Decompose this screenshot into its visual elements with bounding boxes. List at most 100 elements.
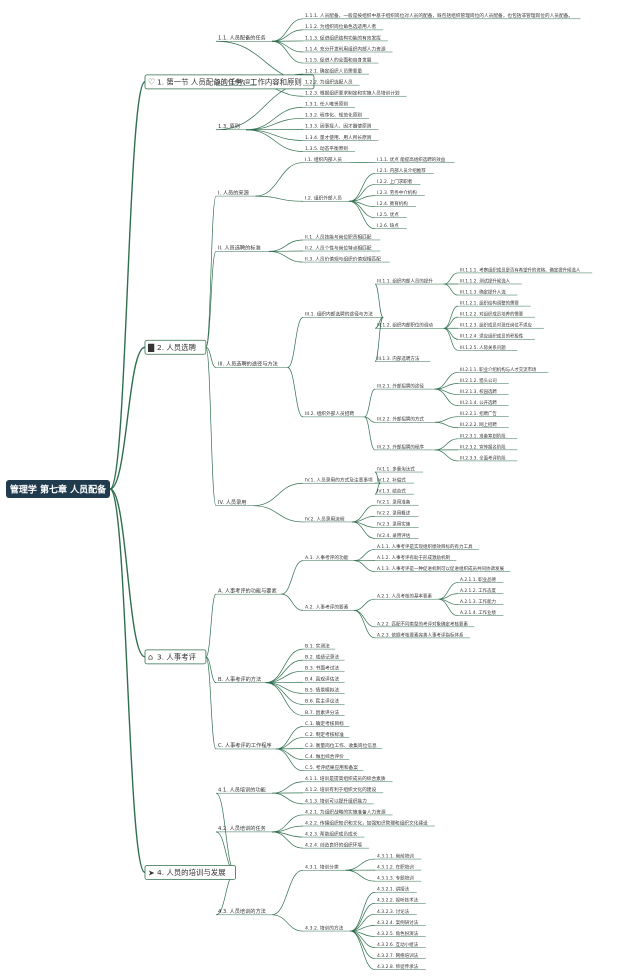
leaf-node[interactable]: C.4. 做出综合评价 <box>303 753 350 760</box>
leaf-node[interactable]: 4.3.2.5. 角色扮演法 <box>375 930 426 937</box>
leaf-node[interactable]: 1.1.1. 人员配备，一般是按组织中基于组织岗位对人员的配备，既包括组织管理岗… <box>303 12 581 19</box>
leaf-node[interactable]: 1.3.4. 量才使用、用人所长原则 <box>303 134 379 141</box>
branch-node[interactable]: 4.3.1. 培训分类 <box>303 864 346 871</box>
leaf-node[interactable]: 4.3.2.2. 视听技术法 <box>375 897 426 904</box>
leaf-node[interactable]: B.5. 情景模拟法 <box>303 687 345 694</box>
leaf-node[interactable]: C.1. 确定考核目标 <box>303 720 350 727</box>
branch-node[interactable]: A.2.1. 人员考核的基本要素 <box>375 593 439 600</box>
leaf-node[interactable]: 1.2.2. 为组织选配人员 <box>303 79 360 86</box>
branch-node[interactable]: II. 人员选聘的标准 <box>216 244 269 252</box>
branch-node[interactable]: B. 人事考评的方法 <box>216 675 266 683</box>
leaf-node[interactable]: III.2.3.3. 全面考评阶段 <box>458 454 518 461</box>
leaf-node[interactable]: III.1.2.2. 对组织成员培养的需要 <box>458 311 536 318</box>
leaf-node[interactable]: 4.2.3. 帮助组织成员成长 <box>303 830 365 837</box>
leaf-node[interactable]: II.3. 人员价值观与组织价值观相匹配 <box>303 255 390 262</box>
branch-node[interactable]: I.1. 组织内部人员 <box>303 156 350 163</box>
branch-node[interactable]: IV.2. 人员录用流程 <box>303 515 353 522</box>
branch-node[interactable]: III. 人员选聘的途径与方法 <box>216 360 288 368</box>
leaf-node[interactable]: III.2.3.1. 准备筹划阶段 <box>458 432 518 439</box>
leaf-node[interactable]: III.1.2.4. 适应组织成员的积极性 <box>458 333 536 340</box>
leaf-node[interactable]: C.3. 衡量岗位工作、收集岗位信息 <box>303 742 383 749</box>
leaf-node[interactable]: IV.1.3. 结合式 <box>375 488 415 495</box>
leaf-node[interactable]: III.2.2.2. 网上招聘 <box>458 421 509 428</box>
leaf-node[interactable]: IV.1.2. 补偿式 <box>375 477 415 484</box>
leaf-node[interactable]: III.1.1.3. 确定提升人选 <box>458 289 518 296</box>
branch-node[interactable]: A.1. 人事考评的功能 <box>303 554 354 561</box>
leaf-node[interactable]: A.2.1.1. 职业品德 <box>458 576 504 583</box>
branch-node[interactable]: C. 人事考评的工作程序 <box>216 741 277 750</box>
leaf-node[interactable]: 1.2.1. 确定组织人员需要量 <box>303 67 370 74</box>
leaf-node[interactable]: III.1.1.1. 考察组织成员是否有希望升的资格、确定提升候选人 <box>458 266 593 273</box>
leaf-node[interactable]: 1.3.2. 程序化、规范化原则 <box>303 112 370 119</box>
leaf-node[interactable]: B.2. 成绩记录法 <box>303 654 345 661</box>
leaf-node[interactable]: 1.1.3. 促进组织结构功能的有效发挥 <box>303 34 388 41</box>
leaf-node[interactable]: 4.3.2.3. 讨论法 <box>375 908 417 915</box>
leaf-node[interactable]: 1.1.5. 促进人的全面和自身发展 <box>303 56 379 63</box>
leaf-node[interactable]: I.1.1. 优点 能提高组织选聘的效益 <box>375 156 455 163</box>
leaf-node[interactable]: A.2.1.2. 工作态度 <box>458 587 504 594</box>
leaf-node[interactable]: III.1.1.2. 测试提升候选人 <box>458 277 522 284</box>
leaf-node[interactable]: C.5. 考评结果应用和备案 <box>303 764 364 771</box>
leaf-node[interactable]: 4.1.3. 培训可以提升组织能力 <box>303 797 374 804</box>
leaf-node[interactable]: B.4. 直观评估法 <box>303 676 345 683</box>
leaf-node[interactable]: 4.3.1.3. 专题培训 <box>375 875 422 882</box>
leaf-node[interactable]: 1.1.2. 为组织岗位角色选适用人者 <box>303 23 384 30</box>
leaf-node[interactable]: I.2.2. 上门求职者 <box>375 178 421 185</box>
leaf-node[interactable]: III.2.1.4. 公开选聘 <box>458 399 509 406</box>
leaf-node[interactable]: III.1.2.1. 组织结构调整的需要 <box>458 300 531 307</box>
leaf-node[interactable]: 4.3.2.8. 师徒传承法 <box>375 963 426 970</box>
leaf-node[interactable]: II.1. 人员技能与岗位职责相匹配 <box>303 233 381 240</box>
branch-node[interactable]: III.1.1. 组织内部人员的提升 <box>375 277 444 284</box>
section-node[interactable]: ⌂3. 人事考评 <box>144 649 207 665</box>
leaf-node[interactable]: A.1.3. 人事考评是一种促进机制可以促进组织成员共同协调发展 <box>375 565 511 572</box>
leaf-node[interactable]: IV.1.1. 多重淘汰式 <box>375 465 424 472</box>
leaf-node[interactable]: III.2.1.1. 职业介绍机构与人才交流市场 <box>458 366 549 373</box>
leaf-node[interactable]: A.2.3. 依据考核要素完善人事考评指标体系 <box>375 631 470 638</box>
leaf-node[interactable]: I.2.5. 优点 <box>375 211 407 218</box>
leaf-node[interactable]: 4.3.2.1. 讲授法 <box>375 886 417 893</box>
section-node[interactable]: ♡1. 第一节 人员配备的任务、工作内容和原则 <box>144 74 315 90</box>
branch-node[interactable]: III.2.2. 外部招聘的方式 <box>375 416 435 423</box>
branch-node[interactable]: 4.3.2. 培训的方法 <box>303 924 351 931</box>
leaf-node[interactable]: III.1.2.5. 人际关系问题 <box>458 344 518 351</box>
leaf-node[interactable]: 4.1.1. 培训是提高组织成员的综合素质 <box>303 775 393 782</box>
leaf-node[interactable]: 1.3.3. 因事择人、因才器使原则 <box>303 123 379 130</box>
leaf-node[interactable]: B.7. 因素评分法 <box>303 709 345 716</box>
branch-node[interactable]: I.2. 组织外部人员 <box>303 195 350 202</box>
branch-node[interactable]: III.2.3. 外部招聘的程序 <box>375 443 435 450</box>
leaf-node[interactable]: B.1. 实测法 <box>303 642 336 649</box>
branch-node[interactable]: III.1.2. 组织内部职位的调动 <box>375 322 444 329</box>
leaf-node[interactable]: 1.3.1. 任人唯贤原则 <box>303 101 355 108</box>
leaf-node[interactable]: IV.2.3. 录用实施 <box>375 521 419 528</box>
leaf-node[interactable]: A.1.2. 人事考评有助于形成激励机制 <box>375 554 457 561</box>
leaf-node[interactable]: 4.3.2.7. 网络培训法 <box>375 952 426 959</box>
section-node[interactable]: ▇2. 人员选聘 <box>144 339 207 355</box>
leaf-node[interactable]: I.2.1. 内部人员介绍推荐 <box>375 167 434 174</box>
leaf-node[interactable]: 1.2.3. 根据组织要求制定和实施人员培训计划 <box>303 90 407 97</box>
root-node[interactable]: 管理学 第七章 人员配备 <box>6 480 110 498</box>
leaf-node[interactable]: C.2. 制定考核标准 <box>303 731 350 738</box>
leaf-node[interactable]: B.3. 书面考试法 <box>303 665 345 672</box>
leaf-node[interactable]: 4.2.1. 为组织战略的实施准备人力资源 <box>303 808 393 815</box>
leaf-node[interactable]: 4.3.1.1. 岗前培训 <box>375 852 422 859</box>
leaf-node[interactable]: 4.3.1.2. 在职培训 <box>375 864 422 871</box>
leaf-node[interactable]: 4.3.2.6. 互动小组法 <box>375 941 426 948</box>
leaf-node[interactable]: 1.3.5. 动态平衡原则 <box>303 145 355 152</box>
branch-node[interactable]: I. 人员的来源 <box>216 188 256 197</box>
leaf-node[interactable]: A.2.1.3. 工作能力 <box>458 598 504 605</box>
branch-node[interactable]: A. 人事考评的功能与要素 <box>216 586 282 595</box>
leaf-node[interactable]: III.2.1.3. 校园选聘 <box>458 388 509 395</box>
leaf-node[interactable]: 1.1.4. 充分开发利用组织内部人力资源 <box>303 45 393 52</box>
leaf-node[interactable]: III.2.2.1. 招聘广告 <box>458 410 509 417</box>
leaf-node[interactable]: III.1.3. 内部选聘方法 <box>375 355 431 362</box>
leaf-node[interactable]: A.2.1.4. 工作业绩 <box>458 609 504 616</box>
leaf-node[interactable]: I.2.3. 劳务中介机构 <box>375 189 425 196</box>
leaf-node[interactable]: IV.2.1. 录用准备 <box>375 499 419 506</box>
branch-node[interactable]: IV. 人员录用 <box>216 498 254 506</box>
leaf-node[interactable]: IV.2.4. 录用评估 <box>375 532 419 539</box>
leaf-node[interactable]: 4.2.2. 传播组织知识和文化，加强知识管理和组织文化建设 <box>303 819 435 826</box>
branch-node[interactable]: III.1. 组织内部选聘的途径与方法 <box>303 311 384 318</box>
leaf-node[interactable]: A.1.1. 人事考评是实现组织绩效目标的有力工具 <box>375 543 479 550</box>
leaf-node[interactable]: A.2.2. 匹配不同类型的考评对象确定考核要素 <box>375 620 475 627</box>
leaf-node[interactable]: III.2.1.2. 猎头公司 <box>458 377 509 384</box>
